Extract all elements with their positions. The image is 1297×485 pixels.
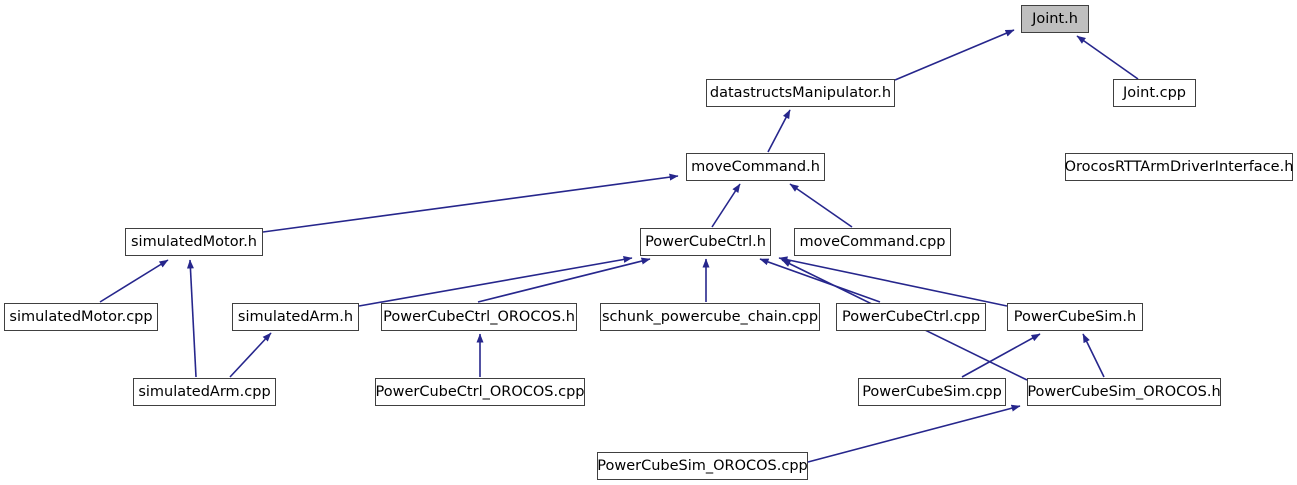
graph-node-powercubectrl_orocos_cpp[interactable]: PowerCubeCtrl_OROCOS.cpp [375, 378, 585, 406]
graph-node-label: PowerCubeCtrl_OROCOS.h [383, 308, 575, 325]
graph-node-powercubectrl_cpp[interactable]: PowerCubeCtrl.cpp [836, 303, 986, 331]
graph-node-joint_cpp[interactable]: Joint.cpp [1113, 79, 1196, 107]
graph-edge [99, 259, 169, 303]
graph-edge [1076, 35, 1139, 80]
graph-edge [961, 333, 1041, 378]
graph-node-orocos_rtt_arm[interactable]: OrocosRTTArmDriverInterface.h [1065, 153, 1293, 181]
graph-node-label: simulatedArm.cpp [138, 383, 271, 400]
graph-edge [767, 109, 791, 153]
graph-node-label: simulatedMotor.cpp [9, 308, 153, 325]
graph-node-label: PowerCubeSim_OROCOS.cpp [597, 457, 808, 474]
graph-node-powercubesim_orocos_cpp[interactable]: PowerCubeSim_OROCOS.cpp [597, 452, 808, 480]
graph-node-powercubesim_cpp[interactable]: PowerCubeSim.cpp [858, 378, 1006, 406]
graph-node-powercubectrl_h[interactable]: PowerCubeCtrl.h [640, 228, 771, 256]
graph-node-movecommand_cpp[interactable]: moveCommand.cpp [794, 228, 951, 256]
graph-node-powercubesim_h[interactable]: PowerCubeSim.h [1007, 303, 1143, 331]
graph-node-label: PowerCubeSim.cpp [862, 383, 1002, 400]
graph-node-label: schunk_powercube_chain.cpp [601, 308, 819, 325]
graph-node-label: simulatedMotor.h [131, 233, 257, 250]
graph-edge [477, 257, 651, 303]
graph-node-simulatedarm_h[interactable]: simulatedArm.h [232, 303, 359, 331]
graph-node-simulatedarm_cpp[interactable]: simulatedArm.cpp [133, 378, 276, 406]
graph-node-joint_h[interactable]: Joint.h [1021, 5, 1089, 33]
graph-node-label: OrocosRTTArmDriverInterface.h [1064, 158, 1294, 175]
graph-node-simulatedmotor_h[interactable]: simulatedMotor.h [125, 228, 263, 256]
graph-edge [778, 256, 1008, 307]
graph-node-simulatedmotor_cpp[interactable]: simulatedMotor.cpp [4, 303, 158, 331]
graph-edge [262, 173, 679, 233]
graph-edge [789, 183, 853, 228]
graph-node-schunk_chain_cpp[interactable]: schunk_powercube_chain.cpp [600, 303, 820, 331]
graph-edge [711, 183, 741, 228]
graph-node-powercubesim_orocos_h[interactable]: PowerCubeSim_OROCOS.h [1027, 378, 1221, 406]
graph-node-powercubectrl_orocos_h[interactable]: PowerCubeCtrl_OROCOS.h [381, 303, 577, 331]
graph-node-label: moveCommand.h [691, 158, 820, 175]
graph-edge [229, 332, 272, 378]
graph-node-label: PowerCubeCtrl.cpp [841, 308, 981, 325]
graph-edge [358, 256, 633, 307]
graph-edge [807, 404, 1021, 463]
graph-edge [759, 258, 881, 303]
graph-node-label: Joint.cpp [1122, 84, 1187, 101]
graph-node-label: Joint.h [1032, 10, 1078, 27]
graph-node-datastructs[interactable]: datastructsManipulator.h [706, 79, 895, 107]
graph-node-label: PowerCubeCtrl_OROCOS.cpp [375, 383, 585, 400]
graph-edge [1082, 333, 1105, 378]
graph-node-label: simulatedArm.h [237, 308, 354, 325]
graph-node-label: PowerCubeSim_OROCOS.h [1027, 383, 1221, 400]
graph-edge [894, 29, 1015, 81]
graph-node-label: PowerCubeSim.h [1013, 308, 1137, 325]
graph-node-label: moveCommand.cpp [799, 233, 946, 250]
graph-node-label: PowerCubeCtrl.h [645, 233, 766, 250]
graph-node-label: datastructsManipulator.h [709, 84, 892, 101]
graph-edge [186, 259, 197, 378]
graph-node-movecommand_h[interactable]: moveCommand.h [686, 153, 825, 181]
